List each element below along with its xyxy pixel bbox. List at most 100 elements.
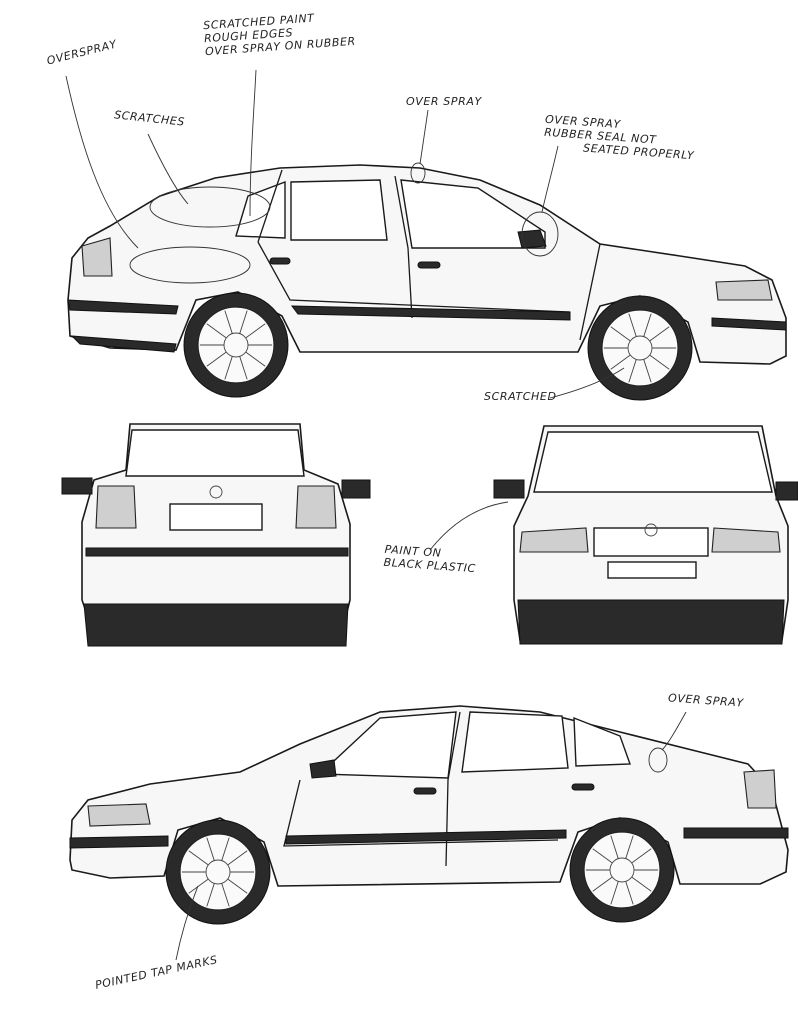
- mirror-right: [517, 229, 547, 249]
- leader-overspray-fuel: [661, 711, 687, 751]
- leader-rubber-seal: [541, 145, 559, 213]
- wheel-spoke: [631, 848, 652, 864]
- front-door-handle-right: [417, 261, 441, 269]
- rear-screen: [125, 429, 305, 477]
- rear-door-handle-right: [269, 257, 291, 265]
- rear-door-handle-left: [571, 783, 595, 791]
- wheel-spoke: [221, 837, 230, 861]
- leader-pointed-tap: [175, 885, 199, 961]
- wheel-spoke: [206, 351, 227, 367]
- mirror-rear-right: [341, 479, 371, 499]
- wheel-spoke: [643, 359, 652, 383]
- wheel-spoke: [188, 850, 209, 866]
- wheel-spoke: [628, 313, 637, 337]
- overspray-area-rear: [129, 246, 251, 284]
- front-number-plate: [607, 561, 697, 579]
- front-wheel-left: [165, 819, 271, 925]
- leader-paint-on-plastic: [429, 501, 509, 551]
- car-body-rear: [81, 423, 351, 641]
- wheel-spoke: [227, 850, 248, 866]
- wheel-spoke: [625, 835, 634, 859]
- rear-lamp-right: [81, 237, 113, 277]
- door-shut-line-right: [394, 175, 413, 319]
- headlamp-front-right: [711, 527, 781, 553]
- wheel-spoke: [610, 326, 631, 342]
- wheel-spoke: [592, 876, 613, 892]
- front-lower-valance: [517, 599, 785, 645]
- side-window-mid-left: [461, 711, 569, 773]
- headlamp-front-left: [519, 527, 589, 553]
- badge-rear: [209, 485, 223, 499]
- rear-bumper-strip: [85, 547, 349, 557]
- front-bumper-strip-left: [69, 835, 169, 849]
- leader-overspray-rear: [65, 75, 139, 249]
- door-lower-line-right: [257, 241, 571, 313]
- side-window-front-right: [400, 179, 546, 249]
- mirror-rear-left: [61, 477, 93, 495]
- rear-wheel-left: [569, 817, 675, 923]
- annotation-overspray-roof: OVER SPRAY: [406, 95, 482, 108]
- annotation-leaders: [65, 69, 687, 961]
- rear-wheel-right: [183, 292, 289, 398]
- wheel-spoke: [245, 323, 266, 339]
- wheel-spoke: [206, 323, 227, 339]
- wheel-spoke: [227, 878, 248, 894]
- wheel-spoke: [206, 883, 215, 907]
- leader-overspray-roof: [419, 109, 429, 165]
- rear-lower-valance: [83, 603, 349, 647]
- rear-lamp-right-b: [295, 485, 337, 529]
- wheel-spoke: [188, 878, 209, 894]
- annotation-line: OVER SPRAY: [406, 95, 482, 108]
- mirror-front-right: [775, 481, 798, 501]
- wheel-spoke: [643, 313, 652, 337]
- car-side-view-left: [69, 705, 789, 925]
- wheel-spoke: [224, 310, 233, 334]
- rear-lamp-left-b: [743, 769, 777, 809]
- wheel-spoke: [610, 881, 619, 905]
- car-front-view: [493, 425, 798, 645]
- wheel-spoke: [649, 354, 670, 370]
- side-window-rear-left: [573, 716, 631, 767]
- annotation-line: SCRATCHED: [484, 390, 557, 403]
- number-plate-recess-rear: [169, 503, 263, 531]
- a-pillar-front-line: [579, 243, 601, 341]
- overspray-roof-mark: [410, 162, 426, 184]
- headlamp-right: [715, 279, 773, 301]
- wheel-spoke: [206, 837, 215, 861]
- wheel-spoke: [625, 881, 634, 905]
- side-window-front-left: [318, 711, 457, 779]
- rear-lamp-left: [95, 485, 137, 529]
- front-wheel-right: [587, 295, 693, 401]
- rubber-seal-mark: [521, 211, 559, 257]
- headlamp-left: [87, 803, 151, 827]
- windscreen: [533, 431, 773, 493]
- wheel-spoke: [245, 351, 266, 367]
- wheel-spoke: [239, 356, 248, 380]
- wheel-spoke: [610, 835, 619, 859]
- annotation-scratched-wheel: SCRATCHED: [484, 390, 557, 403]
- wheel-spoke: [649, 326, 670, 342]
- scratches-area: [149, 186, 271, 228]
- rear-bumper-strip-right: [67, 299, 179, 315]
- rear-valance-right: [70, 335, 177, 353]
- mirror-front-left: [493, 479, 525, 499]
- side-rubbing-strip-left: [285, 829, 567, 845]
- wheel-spoke: [610, 354, 631, 370]
- front-grille: [593, 527, 709, 557]
- wheel-spoke: [221, 883, 230, 907]
- leader-scratches: [147, 133, 189, 205]
- wheel-spoke: [239, 310, 248, 334]
- front-bumper-strip-right: [711, 317, 787, 331]
- badge-front: [644, 523, 658, 537]
- fuel-flap-mark: [648, 747, 668, 773]
- side-rubbing-strip-right: [290, 305, 571, 321]
- car-rear-view: [61, 423, 371, 647]
- mirror-left: [309, 759, 337, 779]
- side-window-mid-right: [290, 179, 388, 241]
- wheel-spoke: [592, 848, 613, 864]
- door-lower-line-left: [283, 779, 559, 847]
- car-side-view-right: [67, 162, 787, 401]
- rear-bumper-strip-left: [683, 827, 789, 839]
